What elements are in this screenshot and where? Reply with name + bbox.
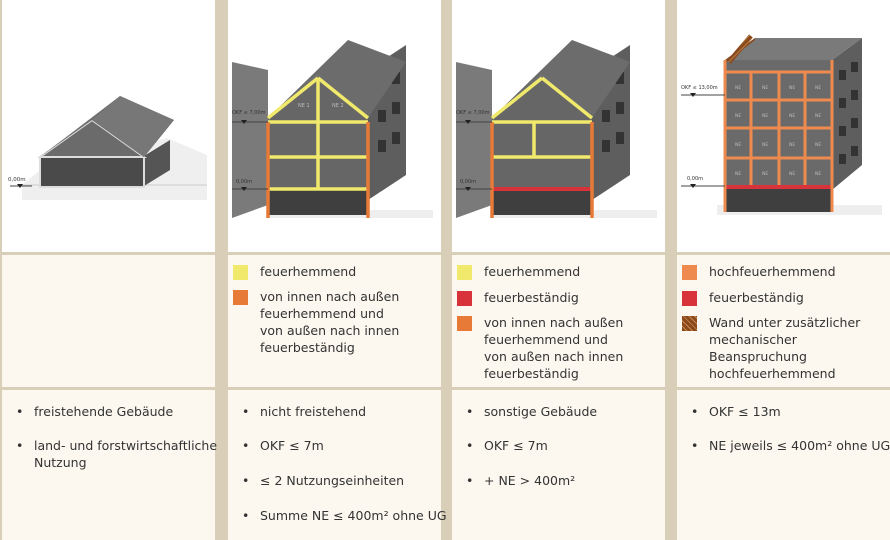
column-gk2: NE 1 NE 2 OKF ≤ 7,00m 0,00m feuerhemmend…	[228, 0, 447, 540]
notes-panel-1: •freistehende Gebäude •land- und forstwi…	[2, 390, 217, 540]
unit-label: NE	[762, 142, 768, 148]
legend-item-kombi: von innen nach außen feuerhemmend und vo…	[233, 288, 399, 356]
building-illustration-2: NE 1 NE 2 OKF ≤ 7,00m 0,00m	[228, 0, 441, 252]
building-drawing-1: 0,00m	[8, 96, 207, 200]
unit-label: NE	[735, 113, 741, 119]
building-illustration-4: NE NE NE NE NE NE NE NE NE NE NE NE NE NE NE NE OKF …	[677, 0, 890, 252]
unit-label: NE 1	[298, 103, 310, 109]
unit-label: NE	[815, 113, 821, 119]
legend-item-feuerhemmend: feuerhemmend	[457, 263, 580, 280]
legend-panel-3: feuerhemmend feuerbeständig von innen na…	[452, 255, 665, 387]
legend-swatch	[233, 265, 248, 280]
unit-label: NE	[815, 171, 821, 177]
legend-item-hochfeuerhemmend: hochfeuerhemmend	[682, 263, 836, 280]
legend-swatch-hatched	[682, 316, 697, 331]
building-illustration-3: OKF ≤ 7,00m 0,00m	[452, 0, 665, 252]
legend-panel-2: feuerhemmend von innen nach außen feuerh…	[228, 255, 441, 387]
ground-level-label: 0,00m	[460, 179, 476, 185]
unit-label: NE	[789, 171, 795, 177]
legend-panel-4: hochfeuerhemmend feuerbeständig Wand unt…	[677, 255, 890, 387]
unit-label: NE 2	[332, 103, 344, 109]
legend-swatch	[682, 291, 697, 306]
notes-panel-2: •nicht freistehend •OKF ≤ 7m •≤ 2 Nutzun…	[228, 390, 447, 540]
building-illustration-1: 0,00m	[2, 0, 215, 252]
unit-label: NE	[762, 171, 768, 177]
okf-label: OKF ≤ 13,00m	[681, 85, 718, 91]
legend-item-feuerbestaendig: feuerbeständig	[457, 289, 579, 306]
unit-label: NE	[735, 171, 741, 177]
building-drawing-2: NE 1 NE 2 OKF ≤ 7,00m 0,00m	[232, 40, 433, 218]
legend-panel-1	[2, 255, 215, 387]
unit-label: NE	[789, 85, 795, 91]
unit-label: NE	[815, 142, 821, 148]
okf-label: OKF ≤ 7,00m	[232, 110, 266, 116]
notes-panel-3: •sonstige Gebäude •OKF ≤ 7m •+ NE > 400m…	[452, 390, 665, 540]
legend-item-feuerbestaendig: feuerbeständig	[682, 289, 804, 306]
unit-label: NE	[762, 85, 768, 91]
unit-label: NE	[735, 142, 741, 148]
unit-label: NE	[735, 85, 741, 91]
okf-label: OKF ≤ 7,00m	[456, 110, 490, 116]
notes-panel-4: •OKF ≤ 13m •NE jeweils ≤ 400m² ohne UG	[677, 390, 890, 540]
column-gk3: OKF ≤ 7,00m 0,00m feuerhemmend feuerbest…	[452, 0, 665, 540]
legend-swatch	[233, 290, 248, 305]
unit-label: NE	[815, 85, 821, 91]
column-freistehend: 0,00m •freistehende Gebäude •land- und f…	[2, 0, 217, 540]
building-drawing-3: OKF ≤ 7,00m 0,00m	[456, 40, 657, 218]
ground-level-label: 0,00m	[236, 179, 252, 185]
legend-swatch	[457, 291, 472, 306]
ground-level-label: 0,00m	[687, 176, 703, 182]
legend-swatch	[457, 265, 472, 280]
ground-level-label: 0,00m	[8, 177, 26, 183]
unit-label: NE	[762, 113, 768, 119]
legend-item-kombi: von innen nach außen feuerhemmend und vo…	[457, 314, 623, 382]
column-gk4: NE NE NE NE NE NE NE NE NE NE NE NE NE NE NE NE OKF …	[677, 0, 890, 540]
building-drawing-4: NE NE NE NE NE NE NE NE NE NE NE NE NE NE NE NE OKF …	[681, 34, 882, 215]
unit-label: NE	[789, 142, 795, 148]
legend-swatch	[682, 265, 697, 280]
legend-item-feuerhemmend: feuerhemmend	[233, 263, 356, 280]
unit-label: NE	[789, 113, 795, 119]
legend-item-wand: Wand unter zusätzlicher mechanischer Bea…	[682, 314, 890, 382]
legend-swatch	[457, 316, 472, 331]
